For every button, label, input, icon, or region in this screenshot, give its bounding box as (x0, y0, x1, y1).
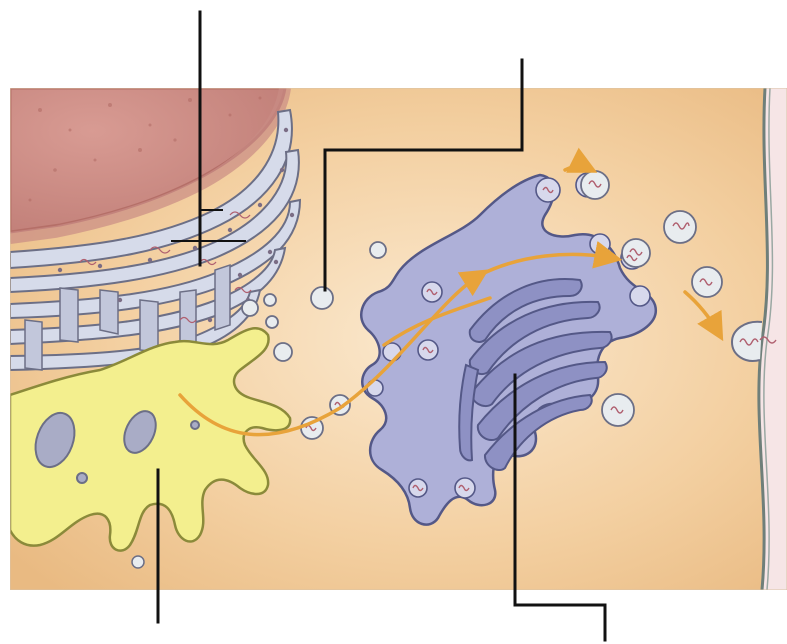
diagram-canvas (0, 0, 787, 644)
cell-illustration (0, 0, 787, 644)
